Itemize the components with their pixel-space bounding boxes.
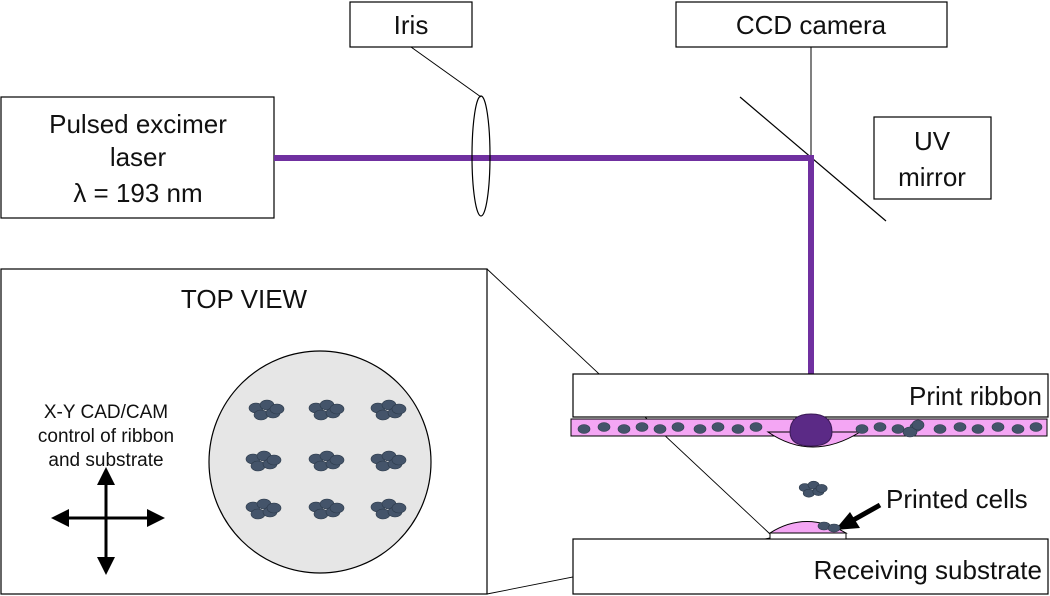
cell bbox=[597, 422, 611, 432]
print-ribbon-label: Print ribbon bbox=[909, 381, 1042, 411]
cell-cluster bbox=[308, 399, 345, 421]
cell-cluster-grid bbox=[245, 399, 407, 520]
cell bbox=[250, 508, 266, 520]
cell bbox=[635, 422, 649, 432]
cell-cluster bbox=[248, 399, 285, 421]
cell bbox=[891, 424, 905, 434]
printed-cells-label: Printed cells bbox=[886, 484, 1028, 514]
cell bbox=[653, 424, 667, 434]
cell-cluster bbox=[798, 480, 828, 498]
cell bbox=[953, 422, 967, 432]
xy-cross-arrows-icon bbox=[51, 467, 165, 575]
laser-label-line3: λ = 193 nm bbox=[73, 178, 202, 208]
cell bbox=[731, 424, 745, 434]
cell bbox=[933, 424, 947, 434]
cell-cluster bbox=[370, 399, 407, 421]
printed-cells-arrowhead bbox=[835, 512, 860, 530]
cell-cluster bbox=[245, 498, 282, 520]
cell bbox=[902, 426, 918, 438]
cell bbox=[617, 424, 631, 434]
cell bbox=[911, 419, 925, 431]
iris-label: Iris bbox=[394, 10, 429, 40]
laser-beam bbox=[274, 155, 814, 420]
uv-mirror-box bbox=[873, 116, 992, 200]
cell bbox=[815, 484, 828, 493]
cell bbox=[873, 422, 887, 432]
ccd-camera-label: CCD camera bbox=[736, 10, 887, 40]
iris-lens bbox=[471, 95, 491, 217]
cell bbox=[991, 422, 1005, 432]
cell-cluster bbox=[245, 450, 282, 472]
uv-mirror-label-line2: mirror bbox=[898, 162, 966, 192]
cell bbox=[693, 424, 707, 434]
receiving-substrate-label: Receiving substrate bbox=[814, 555, 1042, 585]
cell bbox=[577, 424, 591, 434]
cell bbox=[711, 422, 725, 432]
cell bbox=[329, 502, 345, 514]
cell bbox=[971, 424, 985, 434]
cell bbox=[253, 409, 269, 421]
cell bbox=[391, 454, 407, 466]
cell bbox=[1029, 422, 1043, 432]
iris-leader-line bbox=[410, 46, 482, 98]
cell-cluster bbox=[370, 498, 407, 520]
cell bbox=[375, 409, 391, 421]
laser-box bbox=[0, 96, 275, 219]
xy-control-label-line2: control of ribbon bbox=[38, 426, 174, 447]
cell bbox=[313, 460, 329, 472]
receiving-substrate-box bbox=[572, 538, 1049, 595]
deposited-droplet bbox=[768, 521, 848, 534]
deposited-cells bbox=[817, 521, 841, 533]
cell bbox=[266, 502, 282, 514]
cell bbox=[749, 422, 763, 432]
cell-cluster bbox=[308, 450, 345, 472]
laser-spot bbox=[789, 413, 833, 447]
laser-label-line2: laser bbox=[110, 142, 167, 172]
top-view-title: TOP VIEW bbox=[181, 284, 308, 314]
cell bbox=[827, 523, 841, 533]
laser-label-line1: Pulsed excimer bbox=[49, 109, 227, 139]
ccd-camera-box bbox=[675, 1, 948, 48]
deposit-base bbox=[769, 532, 847, 540]
cell bbox=[391, 502, 407, 514]
cell-cluster bbox=[308, 498, 345, 520]
flying-cell-cluster bbox=[798, 480, 828, 498]
uv-mirror-label-line1: UV bbox=[914, 126, 951, 156]
cell bbox=[329, 454, 345, 466]
cell bbox=[250, 460, 266, 472]
xy-control-label-line3: and substrate bbox=[48, 450, 163, 471]
cell bbox=[313, 409, 329, 421]
xy-control-label-line1: X-Y CAD/CAM bbox=[44, 402, 168, 423]
cell bbox=[375, 508, 391, 520]
cell bbox=[1011, 424, 1025, 434]
cell bbox=[329, 403, 345, 415]
cell bbox=[391, 403, 407, 415]
cell bbox=[313, 508, 329, 520]
print-ribbon-box bbox=[572, 373, 1049, 418]
cell-cluster bbox=[370, 450, 407, 472]
cell bbox=[855, 424, 869, 434]
iris-box bbox=[349, 1, 473, 48]
cell-layer-cells bbox=[577, 419, 1043, 438]
cell bbox=[269, 403, 285, 415]
cell bbox=[671, 422, 685, 432]
cell bbox=[375, 460, 391, 472]
cell bbox=[266, 454, 282, 466]
